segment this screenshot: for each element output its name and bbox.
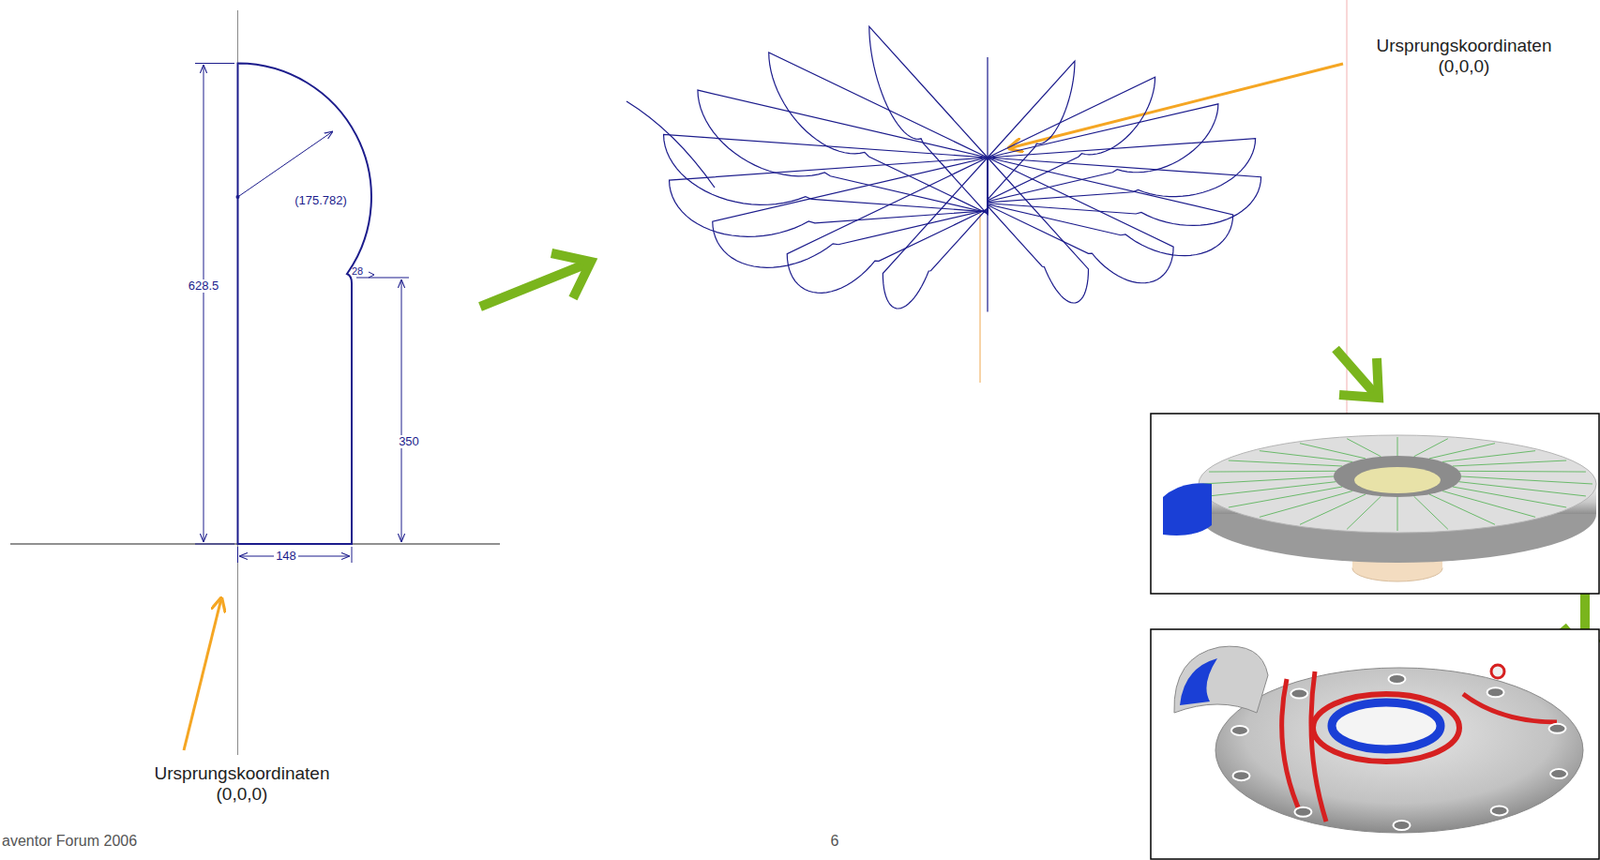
bore: [1329, 700, 1443, 752]
extension-line: [356, 277, 409, 279]
origin-callout: Ursprungskoordinaten (0,0,0): [141, 763, 344, 805]
profile-outline: [238, 63, 372, 545]
dimension-line: [401, 279, 403, 543]
process-arrow-head: [1339, 358, 1379, 398]
surface-line: [1397, 437, 1399, 456]
fillet-symbol: [368, 271, 375, 278]
dimension-line: [203, 64, 205, 543]
revolved-body-render: [1150, 413, 1600, 594]
profile-curve: [697, 90, 988, 213]
wireframe-curve: [626, 101, 715, 188]
surface-line: [1228, 486, 1343, 508]
bolt-hole: [1233, 770, 1251, 781]
extension-line: [351, 546, 353, 563]
dimension-text: 28: [351, 265, 363, 278]
surface-line: [1429, 443, 1495, 459]
profile-curve: [987, 157, 1174, 284]
surface-line: [1429, 494, 1495, 525]
flange-ring: [1313, 694, 1460, 762]
surface-line: [1452, 460, 1567, 467]
extension-line: [195, 543, 235, 545]
surface-line: [1208, 470, 1336, 473]
origin-pointer: [183, 598, 222, 751]
surface-line: [1202, 476, 1334, 484]
process-arrow: [1335, 348, 1375, 394]
outlet-pipe: [1174, 646, 1268, 713]
axis-line: [979, 213, 982, 383]
dimension-text: 628.5: [186, 279, 222, 294]
bolt-holes: [1231, 674, 1568, 831]
bolt-hole: [1231, 725, 1249, 736]
outlet-inner: [1179, 658, 1218, 706]
surface-line: [1208, 482, 1336, 497]
process-arrow: [480, 263, 588, 307]
dimension-text: 148: [273, 549, 299, 564]
profile-curve: [987, 157, 1234, 257]
page-number: 6: [830, 832, 840, 850]
surface-line: [1397, 497, 1399, 531]
disk-hole-floor: [1354, 467, 1441, 494]
footer-text: aventor Forum 2006: [1, 832, 137, 850]
cut-section: [1162, 483, 1212, 536]
surface-line: [1414, 496, 1449, 529]
profile-curve: [769, 52, 988, 214]
surface-lines: [1202, 437, 1593, 531]
wireframe-profiles: [664, 26, 1262, 312]
profile-curve: [882, 157, 988, 309]
profile-curve: [869, 26, 988, 214]
surface-line: [1228, 460, 1343, 467]
boss: [1491, 664, 1505, 679]
profile-curve: [987, 138, 1256, 203]
profile-curve: [669, 157, 988, 237]
surface-line: [1459, 482, 1586, 497]
surface-line: [1461, 476, 1593, 484]
surface-line: [1442, 451, 1536, 463]
profile-curve: [987, 104, 1219, 202]
disk-hole: [1333, 455, 1462, 498]
rib: [1311, 671, 1327, 822]
origin-callout: Ursprungskoordinaten (0,0,0): [1363, 35, 1566, 77]
profile-curve: [987, 157, 1262, 226]
rib: [1463, 694, 1557, 723]
bolt-hole: [1548, 724, 1566, 734]
surface-line: [1414, 438, 1449, 457]
profile-curve: [786, 157, 988, 293]
bore-ring: [1331, 702, 1441, 750]
extension-line: [195, 62, 235, 64]
surface-line: [1346, 496, 1381, 529]
bolt-hole: [1491, 805, 1509, 816]
dimension-text: (175.782): [294, 194, 348, 209]
casing-render: [1150, 629, 1600, 860]
render-frame: [1150, 629, 1600, 860]
surface-line: [1442, 491, 1536, 518]
surface-line: [1299, 494, 1366, 525]
origin-pointer: [1009, 63, 1344, 149]
render-frame: [1150, 413, 1600, 594]
surface-line: [1299, 443, 1366, 459]
bolt-hole: [1487, 687, 1505, 697]
profile-sketch: [10, 10, 500, 755]
radius-leader: [238, 131, 334, 197]
casing-body: [1215, 667, 1584, 833]
process-arrow-head: [551, 253, 591, 299]
profile-curve: [987, 157, 1088, 303]
bolt-hole: [1294, 807, 1312, 817]
bolt-hole: [1388, 674, 1405, 684]
rib: [1282, 679, 1302, 816]
bolt-hole: [1393, 820, 1411, 831]
dimension-text: 350: [396, 435, 422, 450]
bolt-hole: [1290, 689, 1308, 699]
bolt-hole: [1550, 769, 1568, 779]
surface-line: [1452, 486, 1567, 508]
disk-top: [1198, 435, 1597, 533]
surface-line: [1459, 470, 1586, 473]
extension-line: [237, 546, 239, 563]
surface-line: [1346, 438, 1381, 457]
surface-line: [1259, 491, 1353, 518]
